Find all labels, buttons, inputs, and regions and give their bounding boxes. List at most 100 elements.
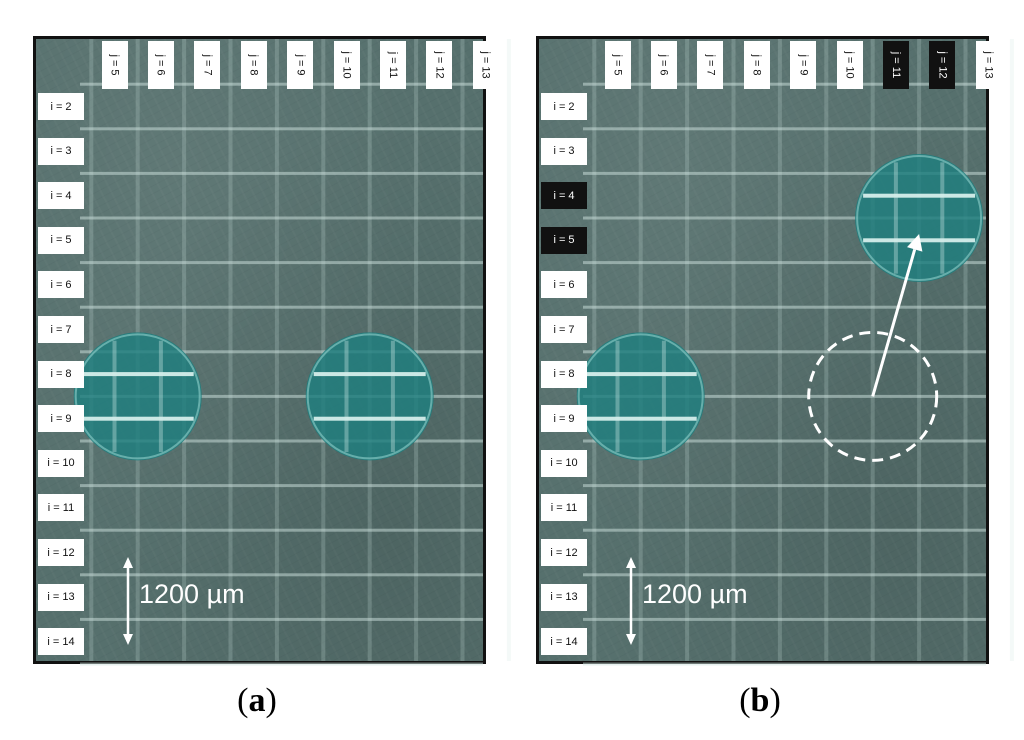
horizontal-electrode-line [80,573,483,577]
panel-a: j = 5 j = 6 j = 7 j = 8 j = 9 j = 10 j = 11 j =… [33,36,511,666]
column-label: j = 12 [929,41,956,89]
horizontal-electrode-line [80,261,483,265]
column-label: j = 8 [743,41,770,89]
vertical-electrode-line [824,39,829,661]
column-label: j = 9 [287,41,314,89]
horizontal-electrode-line [583,617,986,621]
horizontal-electrode-line [80,127,483,131]
column-label-text: j = 5 [108,54,121,76]
vertical-electrode-line [870,39,875,661]
horizontal-electrode-line [80,82,483,86]
row-label: i = 3 [541,137,587,165]
row-label: i = 5 [541,226,587,254]
column-label: j = 13 [975,41,1002,89]
column-label-text: j = 13 [479,51,492,79]
row-label: i = 11 [38,494,84,522]
horizontal-electrode-line [583,171,986,175]
horizontal-electrode-line [80,528,483,532]
row-label: i = 9 [38,405,84,433]
scale-bar-arrow [626,557,636,645]
droplet [855,154,984,282]
droplet [305,332,434,461]
electrode-grid [576,39,1014,666]
horizontal-electrode-line [583,261,986,265]
droplet [73,332,202,461]
column-label-text: j = 9 [294,54,307,76]
caption-a-letter: a [248,682,266,719]
row-label: i = 6 [541,271,587,299]
scale-bar-arrow [123,557,133,645]
horizontal-electrode-line [80,394,483,398]
column-label: j = 8 [240,41,267,89]
horizontal-electrode-line [80,484,483,488]
row-label: i = 4 [38,182,84,210]
vertical-electrode-line [777,39,782,661]
horizontal-electrode-line [80,305,483,309]
scale-bar-label: 1200 µm [139,579,245,609]
horizontal-electrode-line [80,216,483,220]
column-label: j = 13 [472,41,499,89]
column-label-text: j = 10 [843,51,856,79]
row-label: i = 12 [541,539,587,566]
caption-b: (b) [739,682,781,719]
column-label-text: j = 12 [433,51,446,79]
vertical-electrode-line [1009,39,1014,661]
column-label: j = 12 [426,41,453,89]
column-label: j = 6 [650,41,677,89]
row-label: i = 12 [38,539,84,566]
row-label: i = 8 [38,360,84,388]
horizontal-electrode-line [80,439,483,443]
vertical-electrode-line [506,39,511,661]
vertical-electrode-line [228,39,233,661]
column-label: j = 6 [147,41,174,89]
column-label: j = 7 [194,41,221,89]
column-label: j = 11 [379,41,406,89]
row-label: i = 2 [541,93,587,120]
droplet-original-position [807,330,939,462]
row-label: i = 4 [541,182,587,210]
vertical-electrode-line [731,39,736,661]
column-label-text: j = 7 [704,54,717,76]
column-label: j = 10 [333,41,360,89]
caption-b-letter: b [750,682,770,719]
horizontal-electrode-line [583,216,986,220]
vertical-electrode-line [460,39,465,661]
horizontal-electrode-line [583,82,986,86]
column-label-text: j = 12 [936,51,949,79]
row-label: i = 7 [541,316,587,343]
vertical-electrode-line [89,39,94,661]
column-label-text: j = 8 [750,54,763,76]
vertical-electrode-line [685,39,690,661]
horizontal-electrode-line [583,439,986,443]
row-label: i = 14 [38,628,84,656]
horizontal-electrode-line [583,350,986,354]
column-label: j = 7 [697,41,724,89]
vertical-electrode-line [414,39,419,661]
column-label-text: j = 5 [611,54,624,76]
horizontal-electrode-line [80,662,483,666]
column-label: j = 11 [882,41,909,89]
horizontal-electrode-line [583,394,986,398]
column-label-text: j = 8 [247,54,260,76]
horizontal-electrode-line [80,171,483,175]
row-label: i = 9 [541,405,587,433]
column-label-text: j = 10 [340,51,353,79]
row-label: i = 11 [541,494,587,522]
horizontal-electrode-line [583,484,986,488]
movement-arrow [871,234,923,397]
vertical-electrode-line [182,39,187,661]
column-label: j = 9 [790,41,817,89]
row-label: i = 3 [38,137,84,165]
row-label: i = 7 [38,316,84,343]
vertical-electrode-line [917,39,922,661]
row-label: i = 10 [541,449,587,477]
horizontal-electrode-line [80,617,483,621]
column-label-text: j = 7 [201,54,214,76]
row-label: i = 8 [541,360,587,388]
row-label: i = 13 [541,583,587,611]
row-label: i = 5 [38,226,84,254]
column-label-text: j = 13 [982,51,995,79]
column-label-text: j = 11 [889,51,902,79]
droplet [576,332,705,461]
row-label: i = 14 [541,628,587,656]
